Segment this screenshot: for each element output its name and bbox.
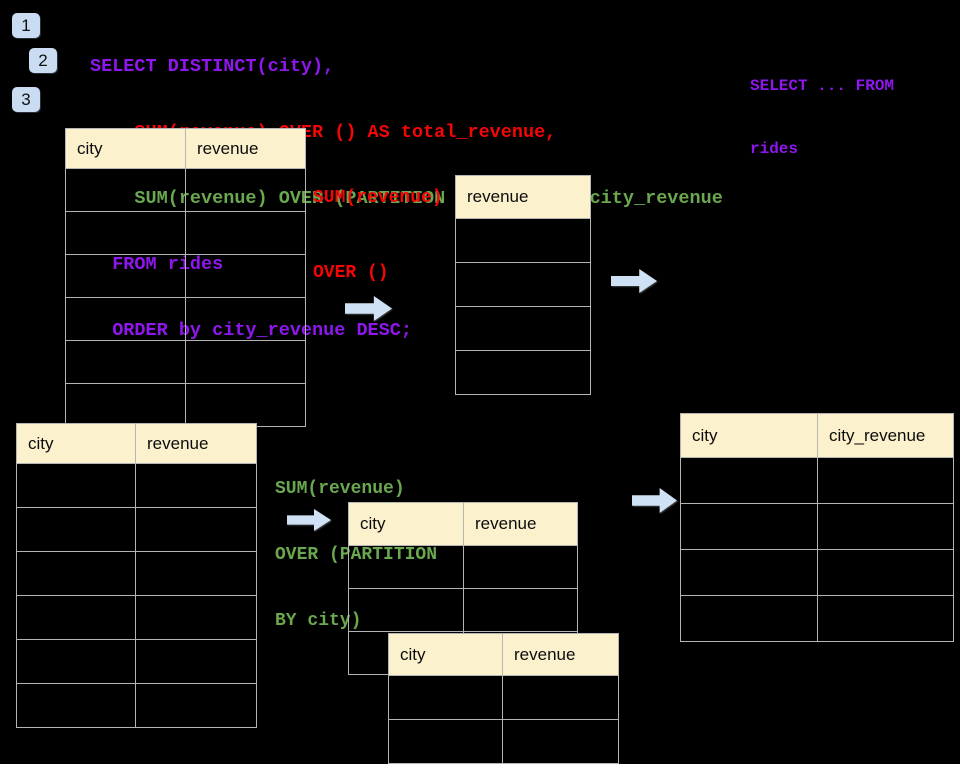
annotation-partition-line-1: SUM(revenue)	[275, 479, 405, 499]
arrow-right-icon	[632, 488, 677, 513]
table-row	[388, 719, 619, 764]
step-badge-3: 3	[12, 87, 40, 112]
table-row	[16, 463, 257, 508]
table-row	[348, 588, 578, 632]
step-badge-2-label: 2	[38, 50, 48, 70]
table-partition-front-header-city: city	[388, 633, 503, 676]
step-badge-3-label: 3	[21, 89, 31, 109]
table-row	[65, 168, 306, 212]
table-result-header-city: city	[680, 413, 818, 458]
table-source-top: city revenue	[65, 128, 306, 427]
table-row	[65, 211, 306, 255]
table-total-revenue-result: revenue	[455, 175, 591, 395]
table-row	[680, 595, 954, 642]
table-result-header-city-revenue: city_revenue	[817, 413, 954, 458]
table-row	[16, 639, 257, 684]
table-source-bottom-header-revenue: revenue	[135, 423, 257, 464]
table-row	[455, 262, 591, 307]
table-total-revenue-header: revenue	[455, 175, 591, 219]
annotation-total-revenue: SUM(revenue) OVER ()	[313, 136, 443, 311]
table-row	[348, 545, 578, 589]
table-row	[680, 457, 954, 504]
table-partition-back-header-city: city	[348, 502, 464, 546]
annotation-total-line-2: OVER ()	[313, 263, 389, 283]
arrow-right-icon	[287, 509, 331, 531]
table-row	[65, 254, 306, 298]
table-row	[16, 683, 257, 728]
sql-line-select: SELECT DISTINCT(city),	[90, 56, 335, 77]
arrow-right-icon	[611, 269, 657, 293]
table-partition-front-header-revenue: revenue	[502, 633, 619, 676]
table-row	[65, 340, 306, 384]
annotation-partition-line-3: BY city)	[275, 611, 362, 631]
table-row	[455, 306, 591, 351]
table-row	[16, 507, 257, 552]
table-source-top-header-city: city	[65, 128, 186, 169]
table-row	[16, 551, 257, 596]
table-row	[16, 595, 257, 640]
side-note-line-1: SELECT ... FROM	[750, 77, 895, 95]
annotation-total-line-1: SUM(revenue)	[313, 188, 443, 208]
table-row	[680, 549, 954, 596]
slide-canvas: { "palette": { "background": "#000000", …	[12, 13, 954, 764]
table-partition-back-header-revenue: revenue	[463, 502, 578, 546]
arrow-right-icon	[345, 296, 392, 321]
table-city-revenue-result: city city_revenue	[680, 413, 954, 642]
table-row	[388, 675, 619, 720]
table-source-bottom-header-city: city	[16, 423, 136, 464]
step-badge-1-label: 1	[21, 15, 31, 35]
step-badge-1: 1	[12, 13, 40, 38]
step-badge-2: 2	[29, 48, 57, 73]
table-partition-front: city revenue	[388, 633, 619, 764]
table-row	[65, 383, 306, 427]
table-row	[455, 218, 591, 263]
table-row	[680, 503, 954, 550]
table-source-top-header-revenue: revenue	[185, 128, 306, 169]
table-source-bottom: city revenue	[16, 423, 257, 728]
side-note: SELECT ... FROM rides	[750, 34, 894, 181]
table-row	[455, 350, 591, 395]
table-row	[65, 297, 306, 341]
side-note-line-2: rides	[750, 140, 799, 158]
